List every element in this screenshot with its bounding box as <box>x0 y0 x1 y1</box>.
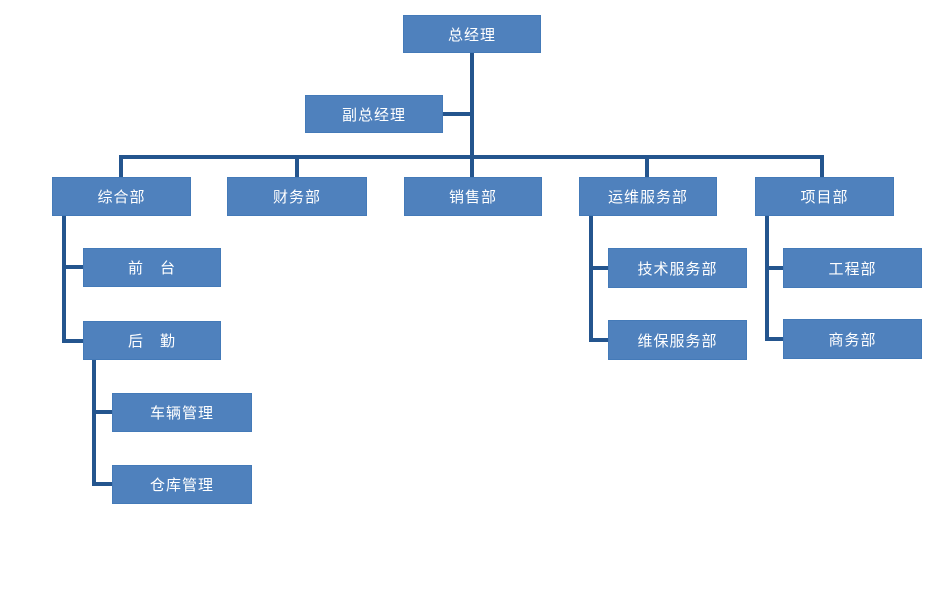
connector-ywfwb-vertical <box>589 216 593 342</box>
node-general-manager: 总经理 <box>403 15 541 53</box>
connector-drop-zhb <box>119 155 123 177</box>
node-deputy-general-manager: 副总经理 <box>305 95 443 133</box>
node-general-affairs-dept: 综合部 <box>52 177 191 216</box>
connector-dgm-stub <box>443 112 470 116</box>
node-project-dept: 项目部 <box>755 177 894 216</box>
node-warehouse-management: 仓库管理 <box>112 465 252 504</box>
node-business-dept: 商务部 <box>783 319 922 359</box>
connector-drop-ywfwb <box>645 159 649 177</box>
connector-drop-cwb <box>295 159 299 177</box>
connector-swb-stub <box>765 337 783 341</box>
connector-wbfwb-stub <box>589 338 608 342</box>
node-om-service-dept: 运维服务部 <box>579 177 717 216</box>
node-vehicle-management: 车辆管理 <box>112 393 252 432</box>
connector-gm-vertical <box>470 53 474 177</box>
node-engineering-dept: 工程部 <box>783 248 922 288</box>
connector-distributor <box>119 155 824 159</box>
connector-xmb-vertical <box>765 216 769 341</box>
connector-ckgl-stub <box>92 482 112 486</box>
node-front-desk: 前 台 <box>83 248 221 287</box>
node-finance-dept: 财务部 <box>227 177 367 216</box>
connector-zhb-vertical <box>62 216 66 343</box>
connector-drop-xmb <box>820 155 824 177</box>
connector-hq-stub <box>62 339 83 343</box>
connector-gcb-stub <box>765 266 783 270</box>
connector-clgl-stub <box>92 410 112 414</box>
node-logistics: 后 勤 <box>83 321 221 360</box>
node-technical-service-dept: 技术服务部 <box>608 248 747 288</box>
connector-hq-vertical <box>92 360 96 486</box>
node-maintenance-service-dept: 维保服务部 <box>608 320 747 360</box>
connector-jsfwb-stub <box>589 266 608 270</box>
node-sales-dept: 销售部 <box>404 177 542 216</box>
connector-qt-stub <box>62 265 83 269</box>
